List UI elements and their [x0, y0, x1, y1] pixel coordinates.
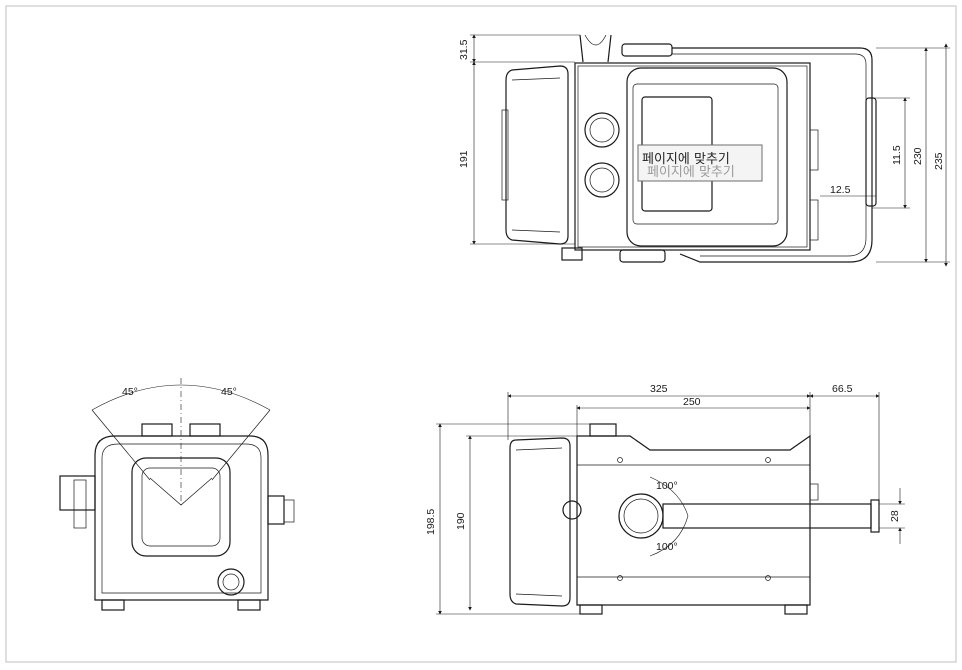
fit-to-page-tooltip: 페이지에 맞추기 페이지에 맞추기: [637, 144, 763, 182]
dim-overall-height-b: 235: [933, 152, 945, 170]
rotation-up-label: 100°: [656, 480, 678, 492]
front-view-labels: 45° 45°: [122, 386, 237, 398]
dim-handle-offset: 12.5: [830, 184, 851, 196]
drawing-frame: [5, 5, 957, 663]
dim-body-height: 191: [458, 150, 470, 168]
dim-overall-height-a: 230: [912, 147, 924, 165]
rotation-down-label: 100°: [656, 541, 678, 553]
side-view: [436, 392, 905, 615]
tooltip-shadow-text: 페이지에 맞추기: [647, 165, 735, 180]
dim-body-length: 250: [683, 396, 701, 408]
dim-handle-grip: 11.5: [891, 145, 903, 165]
angle-right-label: 45°: [221, 386, 237, 398]
top-view-labels: 31.5 191 11.5 230 235 12.5: [458, 39, 945, 196]
front-view: [59, 378, 295, 611]
dim-top-offset: 31.5: [458, 39, 470, 60]
dim-handle-diameter: 28: [889, 510, 901, 522]
top-view: [470, 34, 950, 267]
angle-left-label: 45°: [122, 386, 138, 398]
dim-overall-length: 325: [650, 383, 668, 395]
dim-body-height: 190: [455, 512, 467, 530]
tooltip-text: 페이지에 맞추기: [642, 152, 730, 167]
dim-handle-extension: 66.5: [832, 383, 853, 395]
dim-overall-height: 198.5: [425, 509, 437, 535]
side-view-labels: 325 250 66.5 198.5 190 28 100° 100°: [425, 383, 901, 553]
